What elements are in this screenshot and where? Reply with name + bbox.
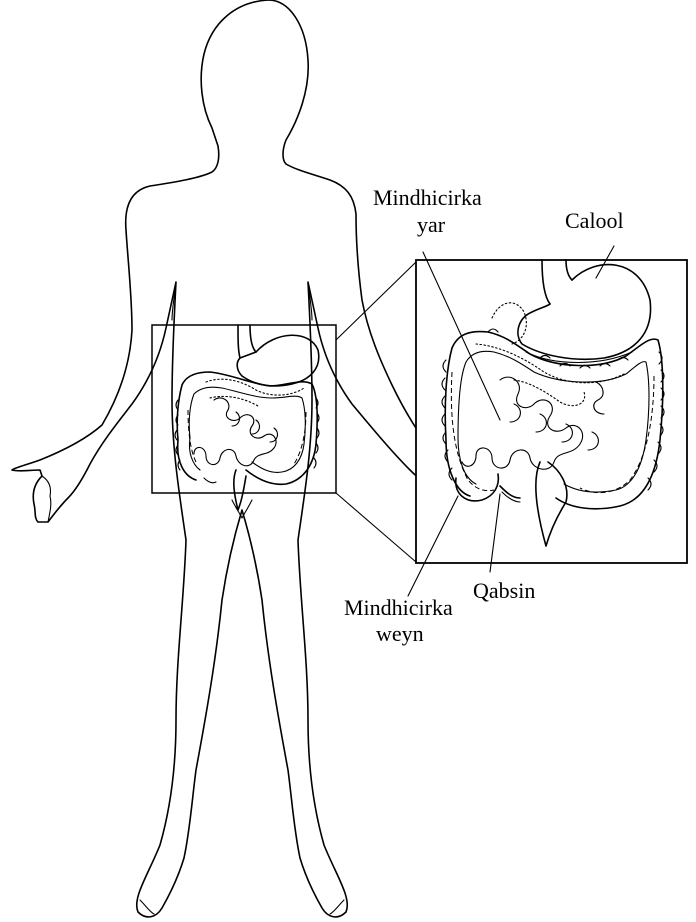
small-inset [152,325,336,510]
inset-connector-top [336,262,416,340]
small-rectum [234,470,246,510]
label-large-intestine-1: Mindhicirka [344,595,453,620]
body-outline [12,0,443,917]
small-esophagus-2 [250,325,256,352]
small-esophagus [238,325,240,358]
large-inset [408,246,687,596]
small-stomach [237,335,319,386]
small-appendix [204,478,216,483]
inset-connector-bottom [336,493,416,562]
label-small-intestine-2: yar [417,212,446,237]
small-intestine-coils [194,398,276,466]
small-pancreas-dotted [206,379,304,395]
label-stomach: Calool [565,208,624,233]
label-small-intestine-1: Mindhicirka [373,185,482,210]
small-colon-outer [177,372,317,484]
label-appendix: Qabsin [473,578,535,603]
label-large-intestine-2: weyn [376,621,424,646]
